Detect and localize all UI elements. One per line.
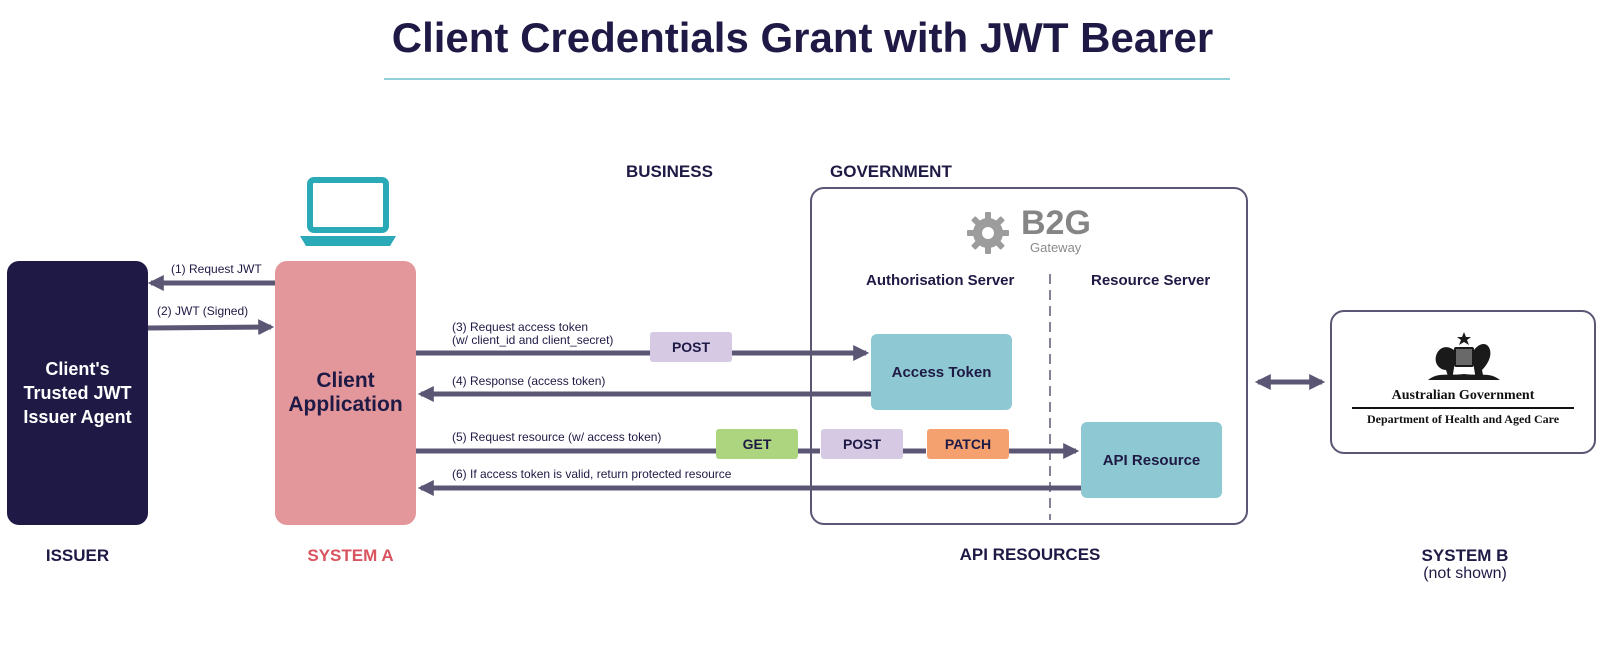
client-line-1: Client [316,369,375,392]
footer-system-a: SYSTEM A [307,546,394,565]
footer-issuer: ISSUER [45,546,110,565]
client-application-box: Client Application [275,261,416,525]
method-get: GET [716,429,798,459]
method-post-token: POST [650,332,732,362]
section-government: GOVERNMENT [830,162,952,181]
label-step-3-line-1: (3) Request access token [452,320,589,334]
issuer-line-2: Trusted JWT [23,383,132,403]
gear-icon [967,212,1009,254]
method-patch: PATCH [927,429,1009,459]
emblem-line-2: Department of Health and Aged Care [1366,412,1560,426]
label-step-2: (2) JWT (Signed) [157,304,249,318]
label-step-3-line-2: (w/ client_id and client_secret) [452,333,614,347]
laptop-icon [300,177,396,246]
footer-system-b: SYSTEM B [1421,546,1509,565]
access-token-box: Access Token [871,334,1012,410]
client-line-2: Application [288,393,403,416]
issuer-line-1: Client's [45,359,110,379]
issuer-line-3: Issuer Agent [23,407,132,427]
coat-of-arms-icon [1428,332,1500,380]
section-business: BUSINESS [626,162,713,181]
arrow-jwt-signed [147,319,275,336]
footer-system-b-sub: (not shown) [1423,565,1507,582]
title-underline [384,78,1230,80]
gateway-logo-sub: Gateway [1030,240,1082,255]
government-frame [810,187,1248,525]
emblem-line-1: Australian Government [1391,388,1535,403]
page-title: Client Credentials Grant with JWT Bearer [391,14,1214,61]
resource-server-label: Resource Server [1091,272,1211,289]
system-b-frame [1330,310,1596,454]
label-step-5: (5) Request resource (w/ access token) [452,430,662,444]
label-step-1: (1) Request JWT [171,262,262,276]
footer-api-resources: API RESOURCES [959,545,1101,564]
authorisation-server-label: Authorisation Server [866,272,1015,289]
method-post: POST [821,429,903,459]
api-resource-box: API Resource [1081,422,1222,498]
label-step-6: (6) If access token is valid, return pro… [452,467,732,481]
label-step-4: (4) Response (access token) [452,374,606,388]
issuer-agent-box: Client's Trusted JWT Issuer Agent [7,261,148,525]
gateway-logo-text: B2G [1021,204,1091,242]
emblem-rule [1352,407,1574,409]
